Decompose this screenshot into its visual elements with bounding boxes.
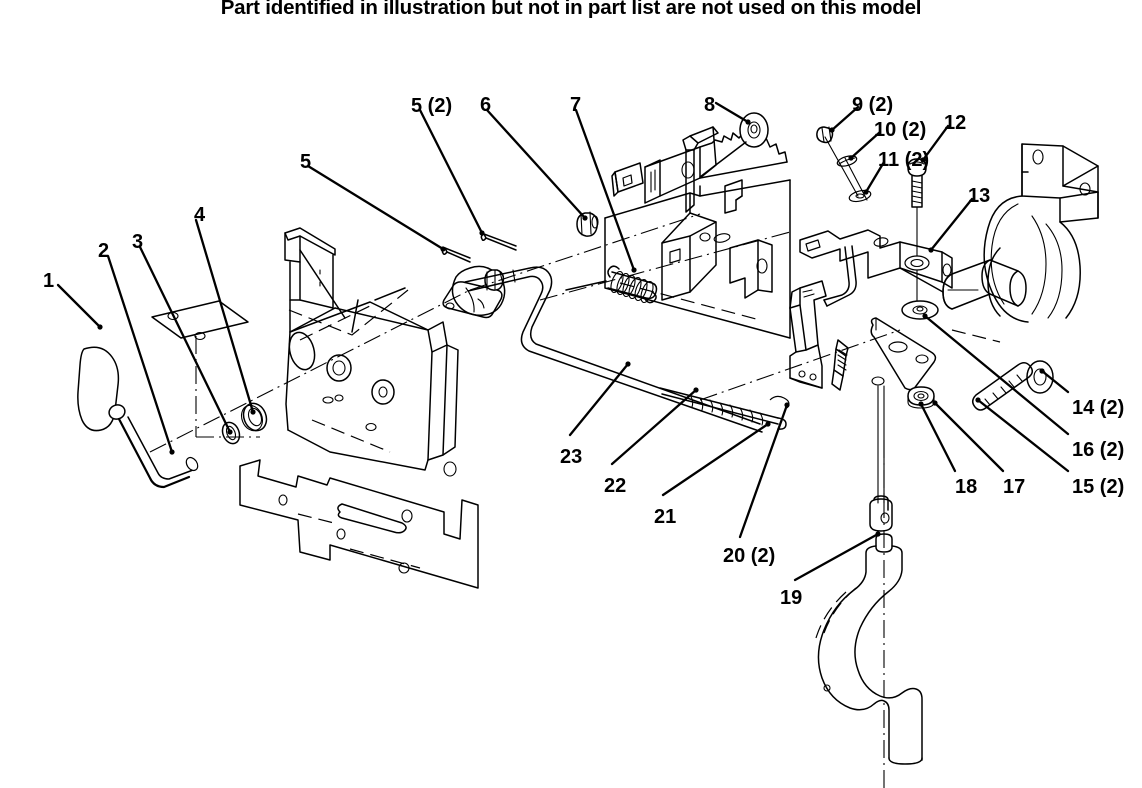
mounting-bracket-13	[799, 229, 953, 307]
callout-20(2): 20 (2)	[723, 545, 776, 567]
main-side-plate	[284, 227, 459, 471]
callout-15(2): 15 (2)	[1072, 476, 1125, 498]
callout-9(2): 9 (2)	[852, 94, 894, 116]
carriage-bolt-15	[972, 362, 1033, 411]
washer-14-right	[1026, 360, 1054, 394]
callout-5(2): 5 (2)	[411, 95, 453, 117]
callout-2: 2	[98, 240, 110, 262]
vertical-link-rod	[869, 385, 893, 788]
spacer-bushing-6	[576, 211, 599, 237]
roll-pins-5	[441, 233, 517, 263]
lower-side-plate	[239, 459, 479, 589]
control-rod-23	[464, 266, 763, 433]
callout-23: 23	[560, 446, 583, 468]
triangular-plate-16	[870, 317, 937, 391]
callout-8: 8	[704, 94, 716, 116]
callout-14(2): 14 (2)	[1072, 397, 1125, 419]
washer-14-top	[901, 300, 939, 320]
callout-17: 17	[1003, 476, 1026, 498]
callout-12: 12	[944, 112, 967, 134]
idler-arm-22	[789, 280, 849, 391]
hex-bolt-12	[907, 158, 927, 316]
callout-6: 6	[480, 94, 492, 116]
callout-leaders	[56, 101, 1070, 582]
page-title-note: Part identified in illustration but not …	[220, 0, 922, 19]
callout-21: 21	[654, 506, 677, 528]
callout-18: 18	[955, 476, 978, 498]
callout-4: 4	[194, 204, 206, 226]
callout-10(2): 10 (2)	[874, 119, 927, 141]
bushing-group	[221, 402, 268, 445]
callout-5: 5	[300, 151, 312, 173]
center-frame-bracket	[604, 126, 791, 339]
shoulder-bolt-17-rod-21	[659, 387, 790, 430]
construction-lines	[149, 213, 901, 453]
callout-3: 3	[132, 231, 144, 253]
callout-13: 13	[968, 185, 991, 207]
threaded-section-21	[689, 394, 764, 426]
callout-11(2): 11 (2)	[878, 149, 930, 171]
handle-lever-group	[77, 346, 199, 489]
cam-bellcrank-assembly	[442, 265, 506, 319]
callout-1: 1	[43, 270, 55, 292]
callout-22: 22	[604, 475, 627, 497]
fuel-hose-19	[815, 533, 923, 765]
callout-7: 7	[570, 94, 582, 116]
callout-19: 19	[780, 587, 803, 609]
engine-housing	[899, 143, 1099, 343]
callout-16(2): 16 (2)	[1072, 439, 1125, 461]
